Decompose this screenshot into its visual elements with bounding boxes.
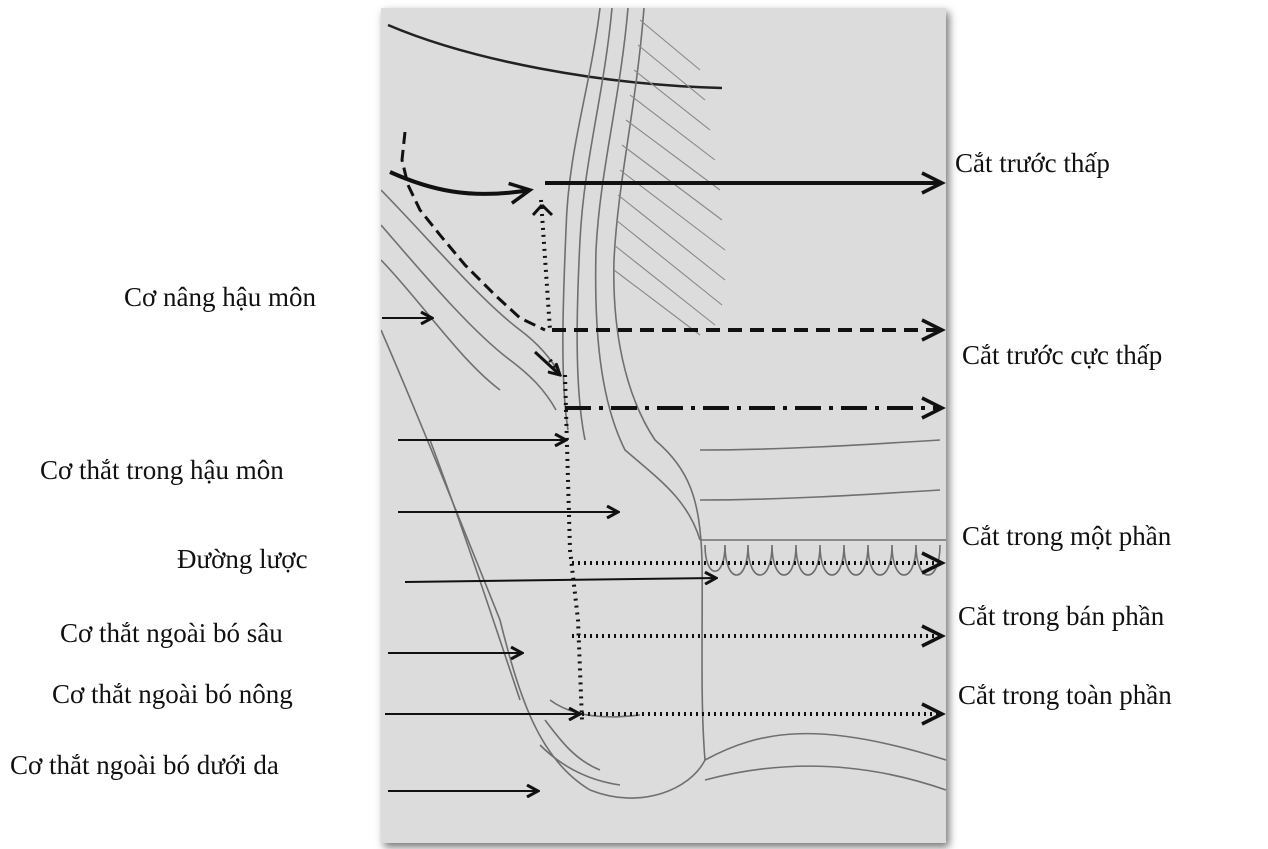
resection-level-arrows: [545, 183, 942, 714]
label-internal-sphincter: Cơ thắt trong hậu môn: [40, 457, 284, 484]
label-pointer-arrows: [382, 318, 716, 791]
label-ultra-low-anterior-resection: Cắt trước cực thấp: [962, 342, 1162, 369]
label-dentate-line: Đường lược: [177, 546, 308, 573]
label-external-deep: Cơ thắt ngoài bó sâu: [60, 620, 283, 647]
label-low-anterior-resection: Cắt trước thấp: [955, 150, 1110, 177]
label-levator-ani: Cơ nâng hậu môn: [124, 284, 316, 311]
label-external-superficial: Cơ thắt ngoài bó nông: [52, 681, 293, 708]
anatomy-sketch: [381, 8, 946, 798]
resection-margin-dotted-lines: [541, 200, 582, 720]
label-partial-intersphincteric: Cắt trong một phần: [962, 523, 1171, 550]
label-external-subcutaneous: Cơ thắt ngoài bó dưới da: [10, 752, 279, 779]
levator-dashed-curve: [402, 132, 545, 330]
pointer-dentate: [405, 578, 716, 582]
label-subtotal-intersphincteric: Cắt trong bán phần: [958, 603, 1164, 630]
label-total-intersphincteric: Cắt trong toàn phần: [958, 682, 1172, 709]
